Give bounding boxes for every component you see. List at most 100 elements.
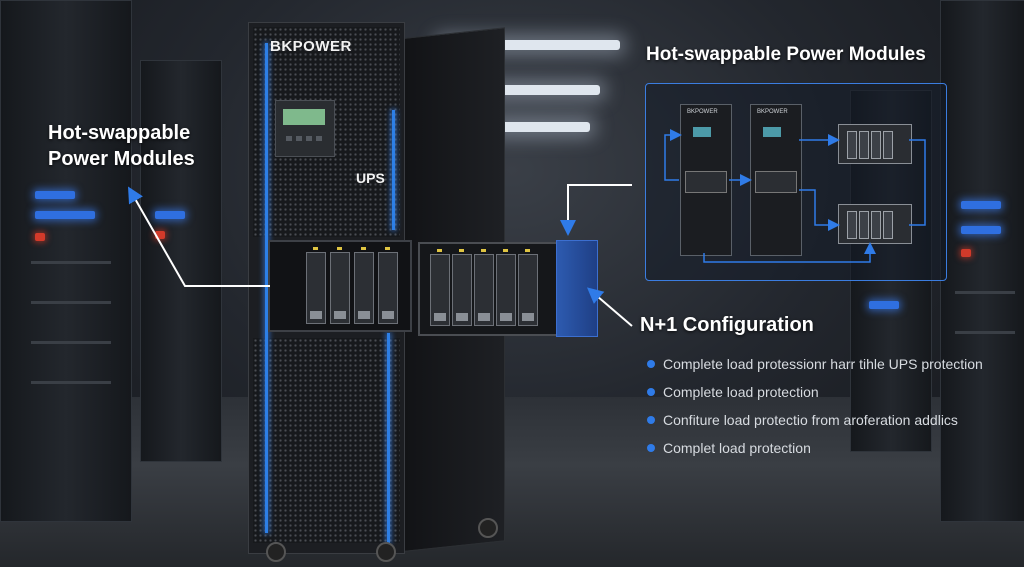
- module-bay: [268, 240, 412, 332]
- panel-button[interactable]: [316, 136, 322, 141]
- status-light: [961, 249, 971, 257]
- arrow-icon: [703, 242, 876, 263]
- diagram-slot: [883, 131, 893, 159]
- diagram-cabinet-label: BKPOWER: [687, 109, 718, 115]
- rack-slot: [31, 341, 111, 344]
- blue-accent-stripe: [265, 43, 268, 533]
- diagram-slot: [871, 131, 881, 159]
- cabinet-wheel: [266, 542, 286, 562]
- diagram-module-shelf: [838, 124, 912, 164]
- bullet-dot-icon: [647, 444, 655, 452]
- feature-list: Complete load protessionr harr tihle UPS…: [645, 355, 985, 467]
- status-light: [35, 191, 75, 199]
- power-module[interactable]: [306, 247, 326, 324]
- diagram-module-shelf: [838, 204, 912, 244]
- module-led: [385, 247, 390, 250]
- module-led: [313, 247, 318, 250]
- hot-swap-callout-heading: Hot-swappable Power Modules: [48, 120, 195, 172]
- power-module[interactable]: [452, 249, 472, 326]
- power-module[interactable]: [354, 247, 374, 324]
- list-item-text: Confiture load protectio from aroferatio…: [663, 412, 958, 428]
- list-item: Confiture load protectio from aroferatio…: [645, 411, 985, 429]
- bullet-dot-icon: [647, 416, 655, 424]
- rack-slot: [31, 261, 111, 264]
- status-light: [35, 211, 95, 219]
- diagram-slot: [847, 211, 857, 239]
- rack-slot: [955, 331, 1015, 334]
- module-led: [437, 249, 442, 252]
- heading-line: Hot-swappable: [48, 122, 191, 144]
- rack-slot: [31, 381, 111, 384]
- cabinet-wheel: [478, 518, 498, 538]
- arrow-icon: [560, 184, 632, 236]
- ups-label: UPS: [356, 170, 385, 186]
- diagram-cabinet: BKPOWER: [750, 104, 802, 256]
- module-drawer[interactable]: [418, 242, 592, 336]
- arrow-icon: [128, 186, 270, 287]
- ceiling-light: [495, 122, 590, 132]
- power-module[interactable]: [430, 249, 450, 326]
- list-item-text: Complet load protection: [663, 440, 811, 456]
- list-item-text: Complete load protessionr harr tihle UPS…: [663, 356, 983, 372]
- status-light: [961, 201, 1001, 209]
- diagram-slot: [871, 211, 881, 239]
- blue-accent-stripe: [392, 110, 395, 230]
- power-module[interactable]: [474, 249, 494, 326]
- arrow-icon: [909, 139, 926, 226]
- server-rack-right: [940, 0, 1024, 522]
- lcd-screen: [283, 109, 325, 125]
- status-light: [961, 226, 1001, 234]
- power-module[interactable]: [496, 249, 516, 326]
- bullet-dot-icon: [647, 388, 655, 396]
- status-light: [35, 233, 45, 241]
- module-led: [481, 249, 486, 252]
- diagram-modules: [755, 171, 797, 193]
- diagram-heading: Hot-swappable Power Modules: [646, 44, 926, 65]
- diagram-modules: [685, 171, 727, 193]
- diagram-slot: [859, 131, 869, 159]
- brand-logo: BKPOWER: [270, 38, 352, 55]
- list-item: Complet load protection: [645, 439, 985, 457]
- diagram-lcd: [763, 127, 781, 137]
- heading-line: Power Modules: [48, 148, 195, 170]
- list-item: Complete load protessionr harr tihle UPS…: [645, 355, 985, 373]
- panel-button[interactable]: [306, 136, 312, 141]
- power-module[interactable]: [378, 247, 398, 324]
- diagram-lcd: [693, 127, 711, 137]
- panel-button[interactable]: [296, 136, 302, 141]
- n1-configuration-heading: N+1 Configuration: [640, 314, 814, 336]
- module-led: [361, 247, 366, 250]
- diagram-slot: [847, 131, 857, 159]
- front-mesh-bottom: [253, 338, 400, 543]
- status-light: [155, 231, 165, 239]
- module-led: [503, 249, 508, 252]
- blue-accent-stripe: [387, 333, 390, 543]
- arrow-icon: [586, 287, 633, 327]
- status-light: [869, 301, 899, 309]
- diagram-slot: [859, 211, 869, 239]
- module-led: [337, 247, 342, 250]
- arrow-icon: [799, 189, 840, 231]
- power-module[interactable]: [518, 249, 538, 326]
- rack-slot: [955, 291, 1015, 294]
- diagram-cabinet-label: BKPOWER: [757, 109, 788, 115]
- power-module[interactable]: [330, 247, 350, 324]
- module-led: [525, 249, 530, 252]
- status-light: [155, 211, 185, 219]
- diagram-slot: [883, 211, 893, 239]
- ceiling-light: [470, 85, 600, 95]
- module-diagram: BKPOWER BKPOWER: [645, 83, 947, 281]
- ceiling-light: [440, 40, 620, 50]
- lcd-control-panel[interactable]: [275, 100, 335, 157]
- rack-slot: [31, 301, 111, 304]
- list-item-text: Complete load protection: [663, 384, 819, 400]
- server-rack-left: [140, 60, 222, 462]
- bullet-dot-icon: [647, 360, 655, 368]
- module-led: [459, 249, 464, 252]
- server-rack-left: [0, 0, 132, 522]
- arrow-icon: [664, 129, 682, 181]
- panel-button[interactable]: [286, 136, 292, 141]
- cabinet-wheel: [376, 542, 396, 562]
